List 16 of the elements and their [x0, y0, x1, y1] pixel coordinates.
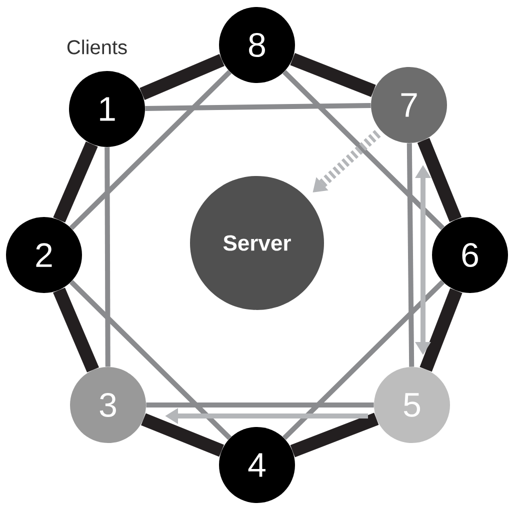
connection-line — [146, 402, 374, 408]
connection-line — [145, 103, 371, 111]
connection-line — [290, 412, 379, 458]
connection-line — [69, 70, 232, 230]
connection-line — [141, 413, 224, 457]
connection-line — [53, 288, 99, 372]
connection-line — [290, 52, 376, 98]
connection-line — [69, 280, 232, 440]
connection-line — [140, 54, 224, 100]
connection-line — [406, 143, 414, 367]
connection-line — [420, 288, 462, 372]
connection-line — [53, 141, 98, 222]
connection-line — [104, 147, 110, 367]
connection-line — [417, 138, 462, 222]
connection-line — [282, 70, 445, 230]
connection-line — [282, 280, 445, 440]
